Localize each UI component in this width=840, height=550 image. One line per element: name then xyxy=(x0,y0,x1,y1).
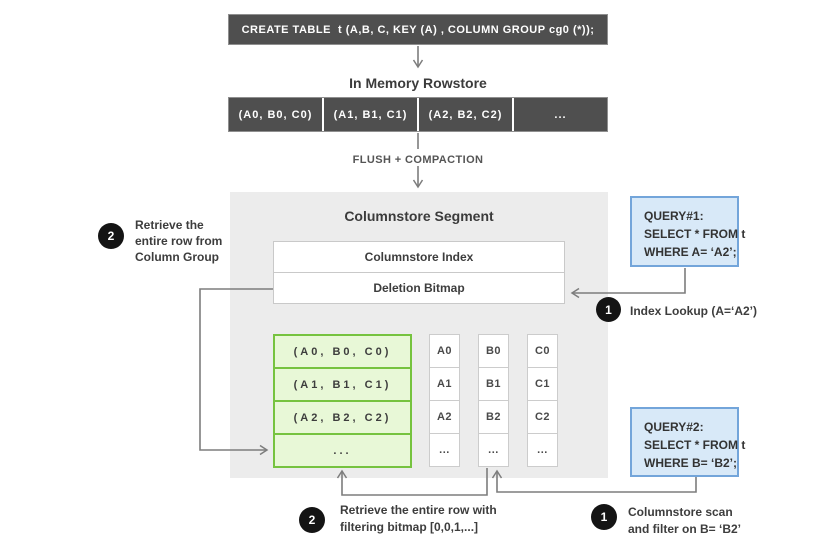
annotation-line: Column Group xyxy=(135,250,219,264)
flush-compaction-label: FLUSH + COMPACTION xyxy=(352,154,484,166)
annotation-columnstore-scan: Columnstore scan and filter on B= ‘B2’ xyxy=(628,504,741,538)
step2-circle-filtering-bitmap: 2 xyxy=(299,507,325,533)
query1-line: WHERE A= ‘A2’; xyxy=(644,245,737,259)
column-group-row: ... xyxy=(275,433,410,466)
segment-title: Columnstore Segment xyxy=(344,208,494,224)
annotation-line: Retrieve the xyxy=(135,218,204,232)
column-cell: ... xyxy=(430,433,459,466)
column-cell: B2 xyxy=(479,400,508,433)
column-cell: C2 xyxy=(528,400,557,433)
rowstore-cell: ... xyxy=(554,108,567,121)
deletion-bitmap-bar: Deletion Bitmap xyxy=(273,272,565,304)
columnstore-index-bar: Columnstore Index xyxy=(273,241,565,273)
column-cell: A0 xyxy=(436,345,453,357)
column-cell: C0 xyxy=(534,345,551,357)
column-cell: B1 xyxy=(479,367,508,400)
column-cell: A1 xyxy=(430,367,459,400)
annotation-line: Retrieve the entire row with xyxy=(340,503,497,517)
column-cell: C1 xyxy=(528,367,557,400)
annotation-line: filtering bitmap [0,0,1,...] xyxy=(340,520,479,534)
rowstore-cell: (A1, B1, C1) xyxy=(324,98,419,131)
query2-title: QUERY#2: xyxy=(644,420,704,434)
step1-circle-columnstore-scan: 1 xyxy=(591,504,617,530)
column-group-row: (A0, B0, C0) xyxy=(293,345,392,358)
rowstore-title: In Memory Rowstore xyxy=(349,75,487,91)
query1-box: QUERY#1: SELECT * FROM t WHERE A= ‘A2’; xyxy=(630,196,746,267)
column-b-stack: B0 B1 B2 ... xyxy=(478,334,509,467)
column-group-table: (A0, B0, C0) (A1, B1, C1) (A2, B2, C2) .… xyxy=(273,334,412,468)
annotation-line: entire row from xyxy=(135,234,223,248)
column-a-stack: A0 A1 A2 ... xyxy=(429,334,460,467)
annotation-line: and filter on B= ‘B2’ xyxy=(628,522,742,536)
annotation-retrieve-row-column-group: Retrieve the entire row from Column Grou… xyxy=(135,217,222,265)
step2-circle-column-group: 2 xyxy=(98,223,124,249)
column-group-row: (A1, B1, C1) xyxy=(275,367,410,400)
step1-circle-index-lookup: 1 xyxy=(596,297,621,322)
column-cell: ... xyxy=(479,433,508,466)
rowstore-bar: (A0, B0, C0) (A1, B1, C1) (A2, B2, C2) .… xyxy=(228,97,608,132)
create-table-statement: CREATE TABLE t (A,B, C, KEY (A) , COLUMN… xyxy=(228,14,608,45)
query2-box: QUERY#2: SELECT * FROM t WHERE B= ‘B2’; xyxy=(630,407,746,477)
column-cell: B0 xyxy=(485,345,502,357)
annotation-retrieve-row-bitmap: Retrieve the entire row with filtering b… xyxy=(340,502,497,536)
annotation-line: Columnstore scan xyxy=(628,505,733,519)
column-cell: ... xyxy=(528,433,557,466)
query1-line: SELECT * FROM t xyxy=(644,227,746,241)
annotation-index-lookup: Index Lookup (A=‘A2’) xyxy=(630,304,758,318)
query2-line: WHERE B= ‘B2’; xyxy=(644,456,738,470)
query1-title: QUERY#1: xyxy=(644,209,704,223)
rowstore-cell: (A0, B0, C0) xyxy=(229,98,324,131)
column-group-row: (A2, B2, C2) xyxy=(275,400,410,433)
column-c-stack: C0 C1 C2 ... xyxy=(527,334,558,467)
rowstore-cell: (A2, B2, C2) xyxy=(419,98,514,131)
column-cell: A2 xyxy=(430,400,459,433)
query2-line: SELECT * FROM t xyxy=(644,438,746,452)
